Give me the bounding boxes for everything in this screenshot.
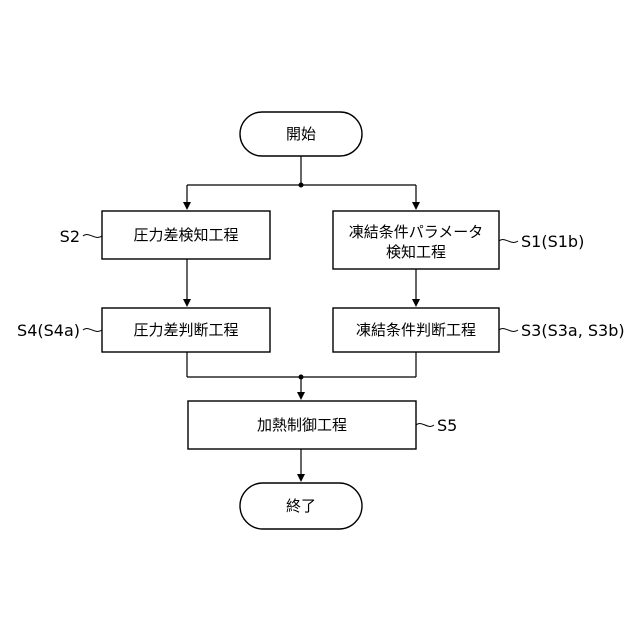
arrowhead-to-s1 bbox=[412, 202, 420, 210]
leader-s2 bbox=[83, 235, 102, 238]
step-s1-text-line1: 凍結条件パラメータ bbox=[349, 223, 484, 241]
arrowhead-to-s5 bbox=[297, 392, 305, 400]
start-label: 開始 bbox=[286, 125, 316, 143]
step-s1-text-line2: 検知工程 bbox=[386, 243, 446, 261]
leader-s5 bbox=[416, 424, 434, 427]
leader-s3 bbox=[499, 329, 518, 332]
leader-s1 bbox=[499, 240, 518, 243]
step-s5-text: 加熱制御工程 bbox=[257, 416, 347, 434]
leader-s4 bbox=[83, 329, 102, 332]
arrowhead-to-s3 bbox=[412, 299, 420, 307]
step-s4-label: S4(S4a) bbox=[17, 321, 80, 340]
step-s2-text: 圧力差検知工程 bbox=[133, 226, 238, 244]
step-s1-label: S1(S1b) bbox=[521, 232, 584, 251]
step-s5-label: S5 bbox=[437, 416, 457, 435]
step-s3-label: S3(S3a, S3b) bbox=[521, 321, 625, 340]
end-label: 終了 bbox=[286, 497, 316, 515]
arrowhead-to-s4 bbox=[183, 299, 191, 307]
step-s4-text: 圧力差判断工程 bbox=[133, 321, 238, 339]
step-s2-label: S2 bbox=[60, 227, 80, 246]
arrowhead-to-end bbox=[297, 474, 305, 482]
step-s3-text: 凍結条件判断工程 bbox=[356, 321, 476, 339]
arrowhead-to-s2 bbox=[183, 202, 191, 210]
